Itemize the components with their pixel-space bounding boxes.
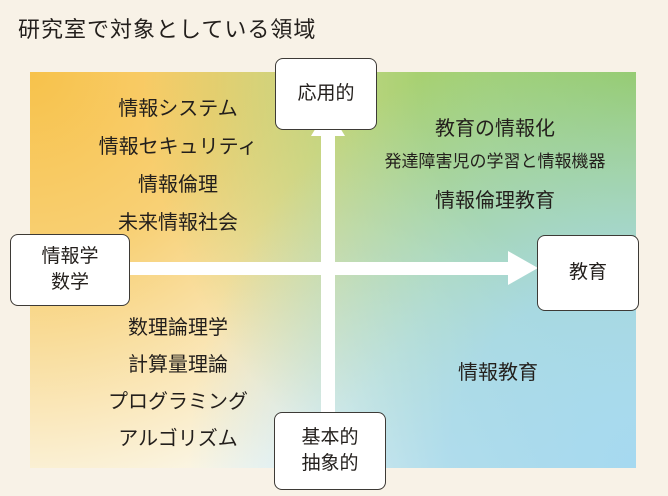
topic-label: アルゴリズム — [118, 426, 238, 450]
topic-label: プログラミング — [108, 389, 248, 413]
topic-label: 情報倫理 — [138, 172, 218, 196]
axis-label-text: 応用的 — [297, 82, 355, 105]
vertical-axis — [321, 134, 335, 430]
quadrant-bottom-left: 数理論理学 計算量理論 プログラミング アルゴリズム — [68, 315, 288, 463]
topic-label: 発達障害児の学習と情報機器 — [384, 152, 606, 172]
axis-label-left: 情報学 数学 — [10, 234, 130, 306]
topic-label: 数理論理学 — [128, 315, 228, 339]
quadrant-top-left: 情報システム 情報セキュリティ 情報倫理 未来情報社会 — [68, 96, 288, 248]
page-title: 研究室で対象としている領域 — [18, 18, 317, 43]
quadrant-bottom-right: 情報教育 — [398, 360, 598, 384]
axis-label-top: 応用的 — [275, 58, 377, 130]
axis-label-text: 教育 — [568, 261, 607, 284]
topic-label: 情報倫理教育 — [435, 188, 555, 212]
topic-label: 情報セキュリティ — [98, 134, 258, 158]
topic-label: 教育の情報化 — [435, 116, 555, 140]
topic-label: 情報教育 — [458, 360, 538, 384]
axis-label-bottom: 基本的 抽象的 — [274, 412, 386, 490]
quadrant-top-right: 教育の情報化 発達障害児の学習と情報機器 情報倫理教育 — [360, 116, 630, 224]
axis-label-right: 教育 — [537, 235, 639, 311]
horizontal-axis — [120, 262, 512, 275]
topic-label: 計算量理論 — [128, 352, 228, 376]
axis-label-text: 抽象的 — [301, 452, 359, 474]
axis-label-text: 情報学 — [41, 245, 99, 268]
arrow-right-icon — [508, 251, 538, 285]
axis-label-text: 数学 — [50, 271, 89, 293]
topic-label: 未来情報社会 — [118, 210, 238, 234]
axis-label-text: 基本的 — [301, 426, 359, 449]
topic-label: 情報システム — [118, 96, 238, 120]
